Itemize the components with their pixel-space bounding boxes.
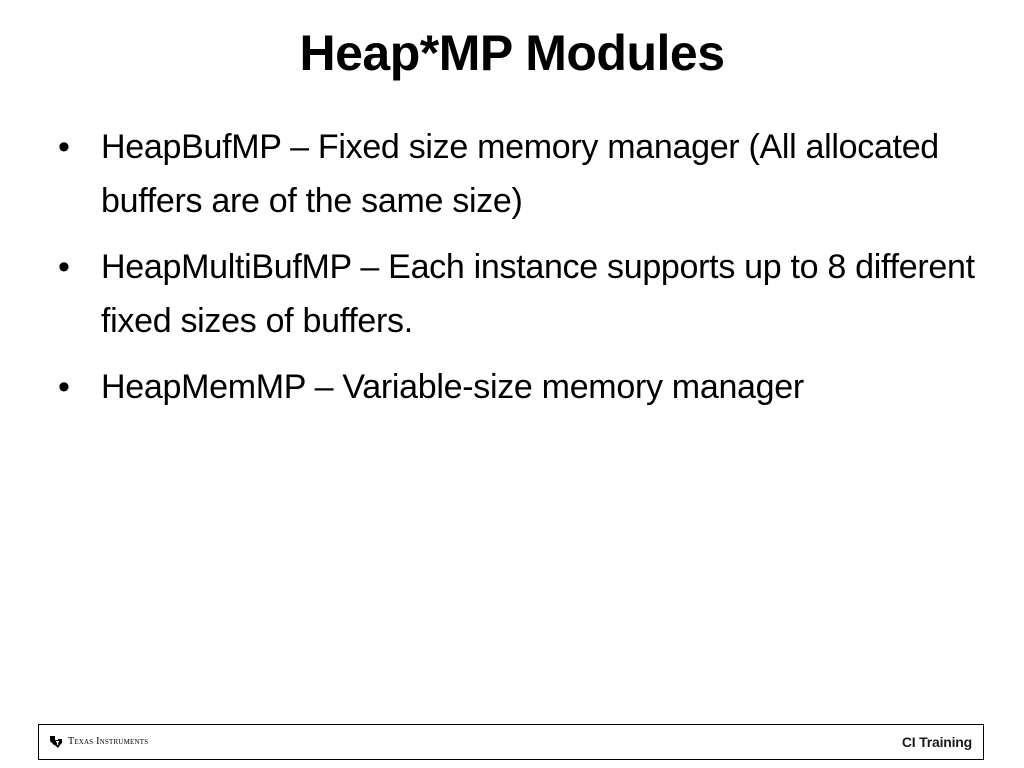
ti-logo-text: Texas Instruments	[68, 736, 149, 747]
texas-state-icon	[50, 736, 62, 748]
bullet-list: • HeapBufMP – Fixed size memory manager …	[58, 120, 978, 426]
footer-course-label: CI Training	[901, 734, 972, 750]
slide-title: Heap*MP Modules	[299, 25, 726, 81]
ti-logo: Texas Instruments	[49, 734, 148, 750]
bullet-icon: •	[58, 368, 70, 406]
bullet-icon: •	[58, 248, 70, 286]
bullet-icon: •	[58, 128, 70, 166]
bullet-item-heapmemmp: • HeapMemMP – Variable-size memory manag…	[58, 360, 978, 414]
bullet-text: HeapMemMP – Variable-size memory manager	[101, 368, 804, 406]
bullet-item-heapmultibufmp: • HeapMultiBufMP – Each instance support…	[58, 240, 978, 348]
bullet-item-heapbufmp: • HeapBufMP – Fixed size memory manager …	[58, 120, 978, 228]
bullet-text: HeapMultiBufMP – Each instance supports …	[101, 248, 975, 340]
footer-bar: Texas Instruments CI Training	[38, 724, 984, 760]
bullet-text: HeapBufMP – Fixed size memory manager (A…	[101, 128, 939, 220]
